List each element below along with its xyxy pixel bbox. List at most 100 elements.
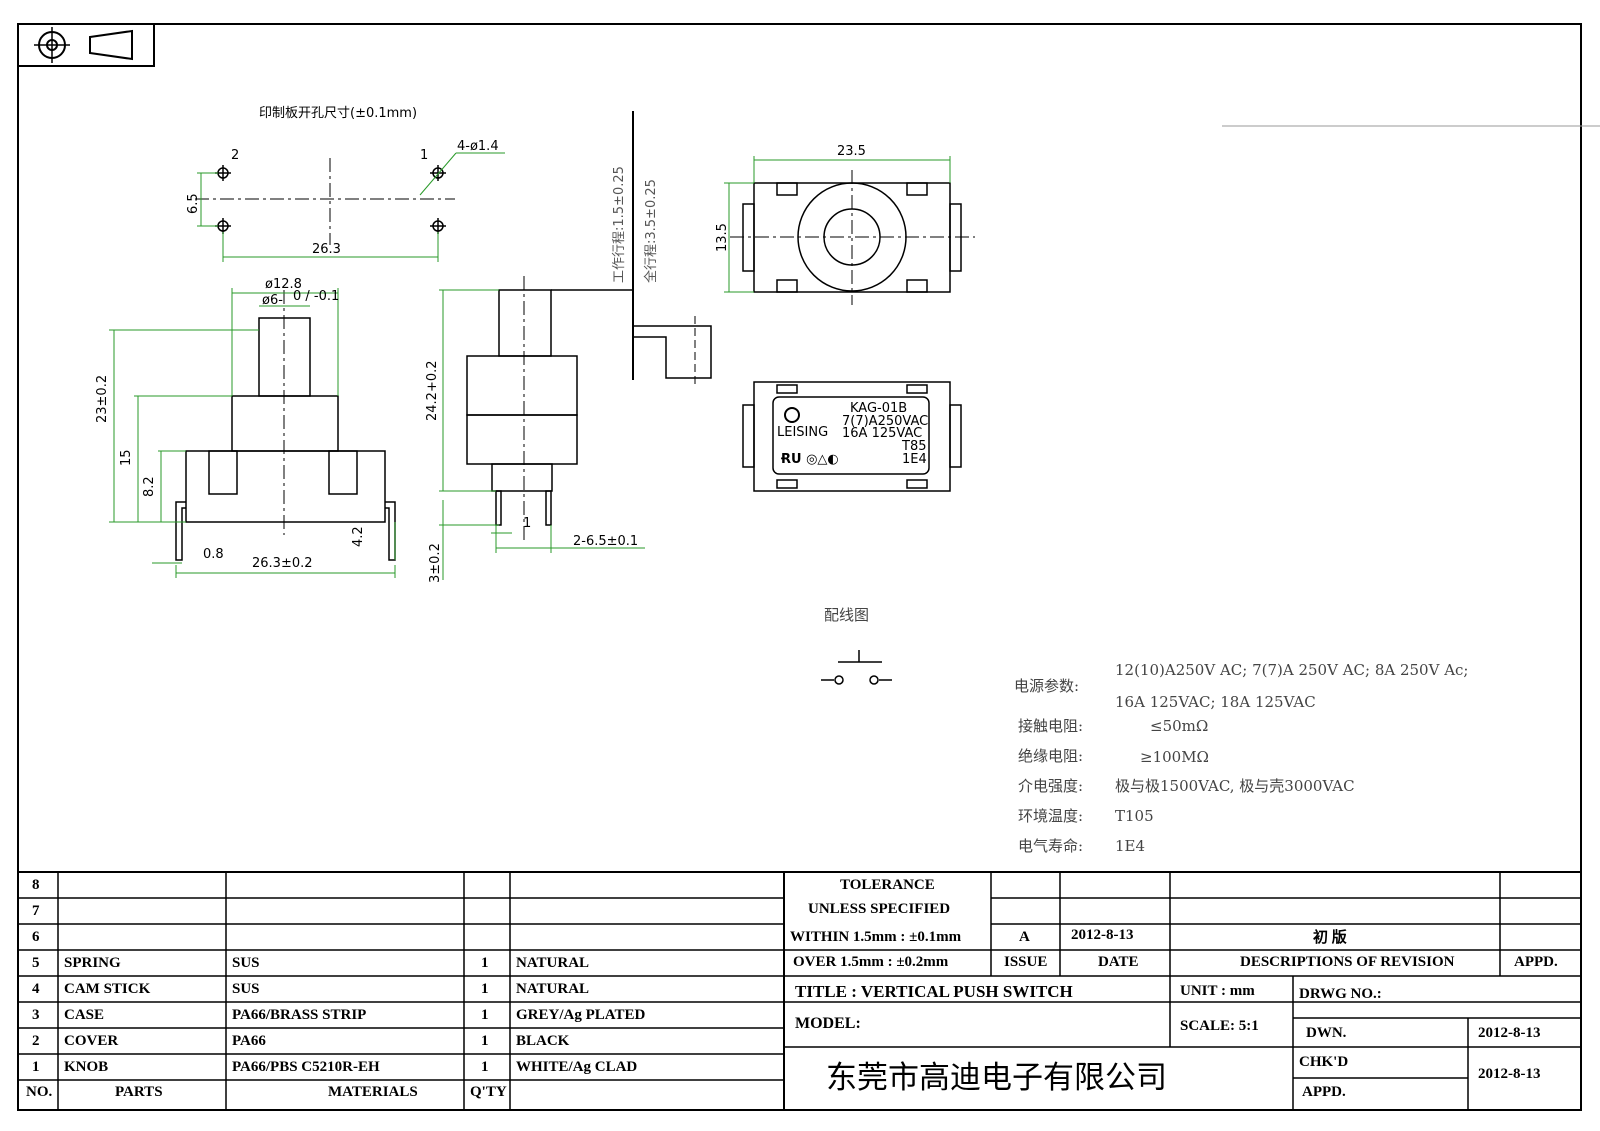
- cell-qty: 1: [481, 1033, 489, 1049]
- pin-2-label: 2: [231, 148, 239, 163]
- dim-d6: ø6-: [262, 293, 283, 308]
- wiring-diagram: 配线图: [821, 606, 892, 685]
- label-r4: 1E4: [902, 452, 927, 467]
- label-view: LEISING KAG-01B 7(7)A250VAC 16A 125VAC T…: [742, 381, 962, 492]
- tolerance-3: WITHIN 1.5mm : ±0.1mm: [790, 929, 962, 945]
- brand-text: LEISING: [777, 425, 828, 440]
- dim-15: 15: [119, 449, 134, 466]
- cert-marks-icon: ɌU ◎△◐: [781, 452, 839, 467]
- model: MODEL:: [795, 1015, 861, 1032]
- pcb-note: 印制板开孔尺寸(±0.1mm): [259, 106, 417, 121]
- brand-logo-icon: [784, 407, 800, 423]
- cell-no: 1: [32, 1059, 40, 1075]
- header-materials: MATERIALS: [328, 1084, 418, 1100]
- dim-1: 1: [523, 516, 531, 531]
- cell-finish: NATURAL: [516, 955, 590, 971]
- contact-label: 接触电阻:: [1018, 717, 1083, 735]
- life-label: 电气寿命:: [1018, 837, 1083, 855]
- switch-symbol-icon: [821, 650, 892, 685]
- dwn-label: DWN.: [1306, 1025, 1347, 1041]
- cell-no: 7: [32, 903, 40, 919]
- cell-material: PA66/PBS C5210R-EH: [232, 1059, 380, 1075]
- dim-23-5: 23.5: [837, 144, 866, 159]
- header-qty: Q'TY: [470, 1084, 507, 1100]
- dim-d6-tol: 0 / -0.1: [293, 289, 339, 304]
- cell-part: SPRING: [64, 955, 121, 971]
- drawing-title: TITLE : VERTICAL PUSH SWITCH: [795, 982, 1073, 1001]
- label-r2: 16A 125VAC: [842, 426, 922, 441]
- diel-label: 介电强度:: [1018, 777, 1083, 795]
- dim-4-2: 4.2: [351, 526, 366, 547]
- dwn-date: 2012-8-13: [1478, 1025, 1541, 1041]
- scale: SCALE: 5:1: [1180, 1018, 1259, 1034]
- temp-label: 环境温度:: [1018, 807, 1083, 825]
- dim-24-2: 24.2+0.2: [425, 360, 440, 421]
- desc-value: 初 版: [1313, 930, 1347, 946]
- dim-3: 3±0.2: [428, 543, 443, 583]
- specifications: 电源参数: 12(10)A250V AC; 7(7)A 250V AC; 8A …: [1014, 661, 1469, 855]
- tolerance-4: OVER 1.5mm : ±0.2mm: [793, 954, 949, 970]
- dim-13-5: 13.5: [715, 223, 730, 252]
- work-stroke: 工作行程:1.5±0.25: [612, 166, 627, 283]
- projection-symbol-icon: [17, 23, 155, 67]
- header-no: NO.: [26, 1084, 53, 1100]
- dim-26-3-b: 26.3±0.2: [252, 556, 313, 571]
- dim-0-8: 0.8: [203, 547, 224, 562]
- cell-part: CAM STICK: [64, 981, 151, 997]
- power-line-1: 12(10)A250V AC; 7(7)A 250V AC; 8A 250V A…: [1115, 661, 1469, 679]
- wiring-title: 配线图: [824, 606, 869, 624]
- cell-qty: 1: [481, 981, 489, 997]
- parts-table: [18, 871, 1581, 1110]
- cell-material: PA66/BRASS STRIP: [232, 1007, 367, 1023]
- date-header: DATE: [1098, 954, 1139, 970]
- drwg-no: DRWG NO.:: [1299, 986, 1382, 1002]
- tolerance-2: UNLESS SPECIFIED: [808, 901, 951, 917]
- chk-date: 2012-8-13: [1478, 1066, 1541, 1082]
- cell-finish: GREY/Ag PLATED: [516, 1007, 646, 1023]
- company-name: 东莞市高迪电子有限公司: [826, 1060, 1167, 1096]
- power-label: 电源参数:: [1014, 677, 1079, 695]
- cell-qty: 1: [481, 1059, 489, 1075]
- cell-finish: NATURAL: [516, 981, 590, 997]
- side-view: 24.2+0.2 3±0.2 1 2-6.5±0.1 工作行程:1.5±0.25…: [425, 111, 712, 583]
- top-view: 23.5 13.5: [715, 144, 975, 305]
- dim-hole: 4-ø1.4: [457, 139, 499, 154]
- dim-d12-8: ø12.8: [265, 277, 302, 292]
- cell-qty: 1: [481, 1007, 489, 1023]
- label-r1: 7(7)A250VAC: [842, 414, 928, 429]
- unit: UNIT : mm: [1180, 983, 1255, 999]
- label-model: KAG-01B: [850, 401, 907, 416]
- insul-label: 绝缘电阻:: [1018, 747, 1083, 765]
- sheet-border: [17, 23, 1582, 1111]
- cell-no: 2: [32, 1033, 40, 1049]
- appd-label: APPD.: [1302, 1084, 1346, 1100]
- dim-26-3: 26.3: [312, 242, 341, 257]
- cell-part: COVER: [64, 1033, 119, 1049]
- front-view: ø12.8 ø6- 0 / -0.1 23±0.2 15 8.2 4.2 0.8…: [95, 277, 396, 578]
- insul-value: ≥100MΩ: [1140, 748, 1209, 766]
- desc-header: DESCRIPTIONS OF REVISION: [1240, 954, 1455, 970]
- dim-8-2: 8.2: [142, 476, 157, 497]
- power-line-2: 16A 125VAC; 18A 125VAC: [1115, 693, 1316, 711]
- cell-finish: BLACK: [516, 1033, 570, 1049]
- appd-header: APPD.: [1514, 954, 1558, 970]
- tolerance-1: TOLERANCE: [840, 877, 935, 893]
- contact-value: ≤50mΩ: [1150, 717, 1208, 735]
- cell-finish: WHITE/Ag CLAD: [516, 1059, 638, 1075]
- full-stroke: 全行程:3.5±0.25: [643, 179, 659, 283]
- cell-material: SUS: [232, 981, 260, 997]
- dim-pitch: 2-6.5±0.1: [573, 534, 638, 549]
- cell-no: 5: [32, 955, 40, 971]
- life-value: 1E4: [1115, 837, 1145, 855]
- cell-material: PA66: [232, 1033, 266, 1049]
- cell-no: 3: [32, 1007, 40, 1023]
- cell-no: 4: [32, 981, 40, 997]
- label-r3: T85: [901, 439, 926, 454]
- cell-qty: 1: [481, 955, 489, 971]
- dim-6-5: 6.5: [186, 193, 201, 214]
- chkd-label: CHK'D: [1299, 1054, 1349, 1070]
- pcb-hole-layout: 印制板开孔尺寸(±0.1mm) 4-ø1.4 2 1 6.5 26.3: [186, 106, 505, 262]
- issue-value: A: [1019, 929, 1030, 945]
- cell-material: SUS: [232, 955, 260, 971]
